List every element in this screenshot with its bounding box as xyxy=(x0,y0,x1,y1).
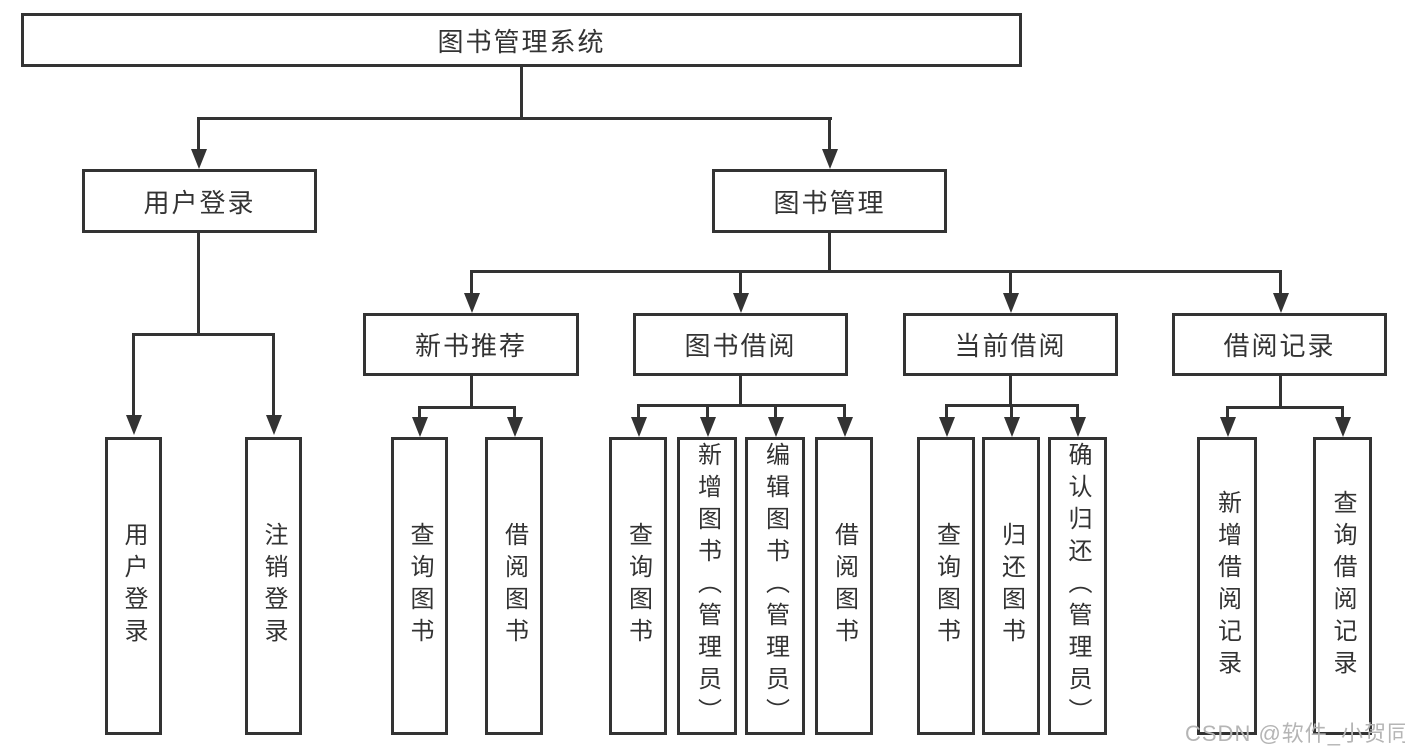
arrow-down-icon xyxy=(1273,293,1289,313)
arrow-down-icon xyxy=(1335,417,1351,437)
connector-line xyxy=(1010,404,1013,417)
leaf-newbook-borrow-books-label: 借阅图书 xyxy=(500,522,528,650)
connector-line xyxy=(1226,406,1344,409)
arrow-down-icon xyxy=(1070,417,1086,437)
arrow-down-icon xyxy=(768,417,784,437)
connector-line xyxy=(637,404,846,407)
leaf-user-login: 用户登录 xyxy=(105,437,162,735)
arrow-down-icon xyxy=(631,417,647,437)
connector-line xyxy=(1279,270,1282,295)
connector-line xyxy=(272,333,275,417)
arrow-down-icon xyxy=(464,293,480,313)
arrow-down-icon xyxy=(1004,417,1020,437)
leaf-confirm-return-admin-label: 确认归还（管理员） xyxy=(1064,442,1091,730)
connector-line xyxy=(198,117,832,120)
connector-line xyxy=(418,406,421,419)
csdn-watermark: CSDN @软件_小贺同学 xyxy=(1185,721,1405,746)
connector-line xyxy=(843,404,846,417)
arrow-down-icon xyxy=(1220,417,1236,437)
leaf-logout: 注销登录 xyxy=(245,437,302,735)
connector-line xyxy=(197,117,200,151)
leaf-add-borrow-record: 新增借阅记录 xyxy=(1197,437,1257,735)
node-borrow-records: 借阅记录 xyxy=(1172,313,1387,376)
connector-line xyxy=(828,117,831,151)
connector-line xyxy=(739,270,742,295)
connector-line xyxy=(1076,404,1079,417)
connector-line xyxy=(739,375,742,407)
leaf-add-books-admin: 新增图书（管理员） xyxy=(677,437,737,735)
connector-line xyxy=(1279,375,1282,409)
leaf-edit-books-admin: 编辑图书（管理员） xyxy=(745,437,805,735)
leaf-current-query-books: 查询图书 xyxy=(917,437,975,735)
connector-line xyxy=(706,404,709,417)
arrow-down-icon xyxy=(191,149,207,169)
leaf-borrow-borrow-books: 借阅图书 xyxy=(815,437,873,735)
leaf-newbook-query-books-label: 查询图书 xyxy=(406,522,433,650)
leaf-newbook-query-books: 查询图书 xyxy=(391,437,448,735)
connector-line xyxy=(1226,406,1229,419)
leaf-current-query-books-label: 查询图书 xyxy=(932,522,960,650)
leaf-return-books-label: 归还图书 xyxy=(997,522,1025,650)
connector-line xyxy=(945,404,948,417)
connector-line xyxy=(774,404,777,417)
connector-line xyxy=(470,270,1281,273)
arrow-down-icon xyxy=(700,417,716,437)
leaf-query-borrow-record-label: 查询借阅记录 xyxy=(1329,490,1356,682)
node-book-borrow: 图书借阅 xyxy=(633,313,848,376)
arrow-down-icon xyxy=(412,417,428,437)
leaf-logout-label: 注销登录 xyxy=(260,522,287,650)
arrow-down-icon xyxy=(266,415,282,435)
connector-line xyxy=(520,66,523,120)
leaf-return-books: 归还图书 xyxy=(982,437,1040,735)
connector-line xyxy=(197,232,200,336)
leaf-borrow-query-books-label: 查询图书 xyxy=(624,522,652,650)
arrow-down-icon xyxy=(1003,293,1019,313)
connector-line xyxy=(513,406,516,419)
node-current-borrow: 当前借阅 xyxy=(903,313,1118,376)
connector-line xyxy=(132,333,135,417)
arrow-down-icon xyxy=(733,293,749,313)
connector-line xyxy=(1341,406,1344,419)
node-new-book-recommend: 新书推荐 xyxy=(363,313,579,376)
node-book-management: 图书管理 xyxy=(712,169,947,233)
arrow-down-icon xyxy=(822,149,838,169)
leaf-confirm-return-admin: 确认归还（管理员） xyxy=(1048,437,1107,735)
leaf-borrow-query-books: 查询图书 xyxy=(609,437,667,735)
connector-line xyxy=(470,270,473,295)
arrow-down-icon xyxy=(939,417,955,437)
arrow-down-icon xyxy=(507,417,523,437)
leaf-query-borrow-record: 查询借阅记录 xyxy=(1313,437,1372,735)
arrow-down-icon xyxy=(126,415,142,435)
connector-line xyxy=(637,404,640,417)
arrow-down-icon xyxy=(837,417,853,437)
connector-line xyxy=(1009,270,1012,295)
leaf-user-login-label: 用户登录 xyxy=(120,522,147,650)
connector-line xyxy=(418,406,516,409)
leaf-add-books-admin-label: 新增图书（管理员） xyxy=(693,442,721,730)
connector-line xyxy=(132,333,275,336)
connector-line xyxy=(828,232,831,273)
leaf-edit-books-admin-label: 编辑图书（管理员） xyxy=(761,442,789,730)
connector-line xyxy=(1009,375,1012,407)
leaf-add-borrow-record-label: 新增借阅记录 xyxy=(1213,490,1241,682)
leaf-borrow-borrow-books-label: 借阅图书 xyxy=(830,522,858,650)
node-user-login: 用户登录 xyxy=(82,169,317,233)
leaf-newbook-borrow-books: 借阅图书 xyxy=(485,437,543,735)
node-root: 图书管理系统 xyxy=(21,13,1022,67)
connector-line xyxy=(470,375,473,409)
